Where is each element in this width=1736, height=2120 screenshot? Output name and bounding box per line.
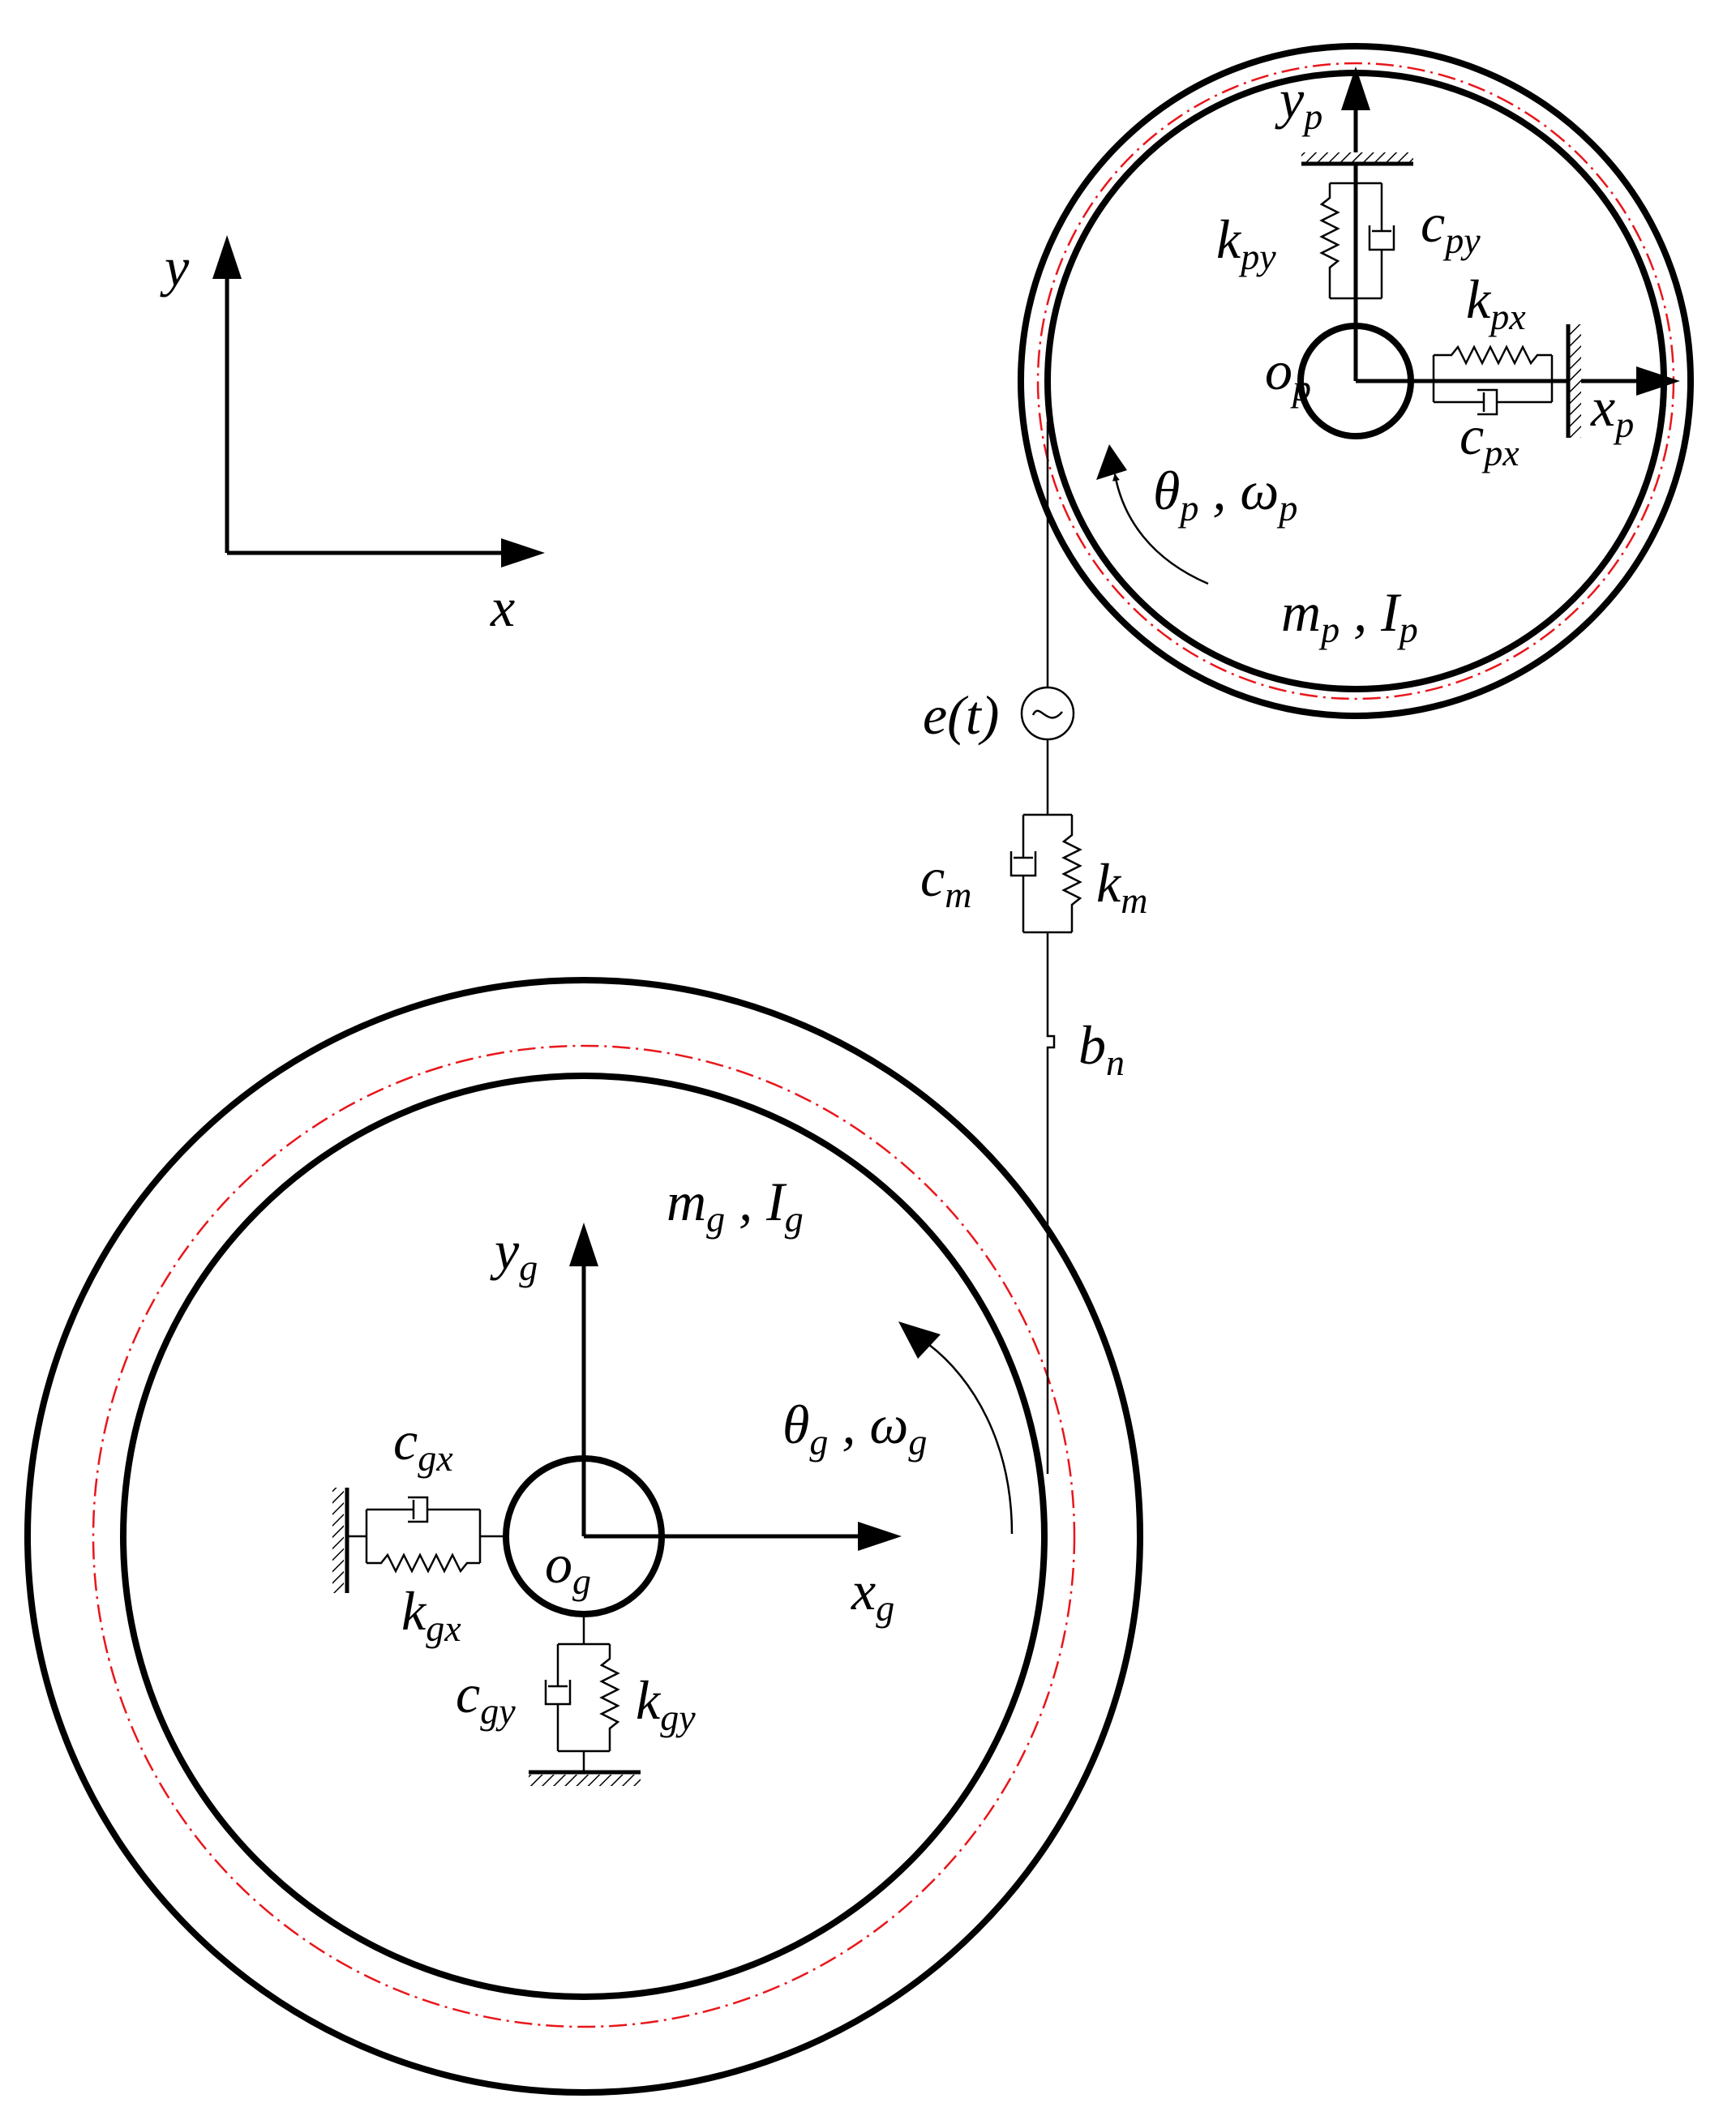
gear-pitch-circle <box>92 1044 1076 2028</box>
pinion-x-arrowhead <box>1636 366 1680 396</box>
gear-rotation-arrowhead <box>898 1321 941 1359</box>
gear-ky-label: kgy <box>636 1669 696 1738</box>
gear-cx-label: cgx <box>393 1410 453 1479</box>
gear-base-circle <box>120 1073 1048 2000</box>
transmission-error-label: e(t) <box>923 684 999 746</box>
pinion-ky-label: kpy <box>1216 208 1276 277</box>
mesh-damping-label: cm <box>920 846 971 915</box>
mesh-spring-damper <box>1009 813 1082 1026</box>
backlash-element <box>1046 1026 1056 1474</box>
pinion-x-axis-label: xp <box>1590 376 1634 445</box>
gear-rotation-label: θg , ωg <box>782 1394 927 1463</box>
global-y-arrowhead <box>212 235 242 279</box>
gear-x-ground-hatch <box>332 1488 344 1593</box>
transmission-error-tilde <box>1031 709 1063 719</box>
global-axes: x y <box>160 235 545 638</box>
gear-x-arrowhead <box>858 1522 902 1551</box>
global-y-label: y <box>160 236 190 298</box>
pinion-cx-label: cpx <box>1460 405 1520 473</box>
gear-y-arrowhead <box>569 1223 598 1266</box>
gear-x-spring-damper <box>347 1496 506 1574</box>
mesh-stiffness-label: km <box>1096 852 1147 921</box>
gear-y-ground-hatch <box>529 1775 641 1786</box>
global-x-arrowhead <box>501 538 545 567</box>
gear-y-spring-damper <box>544 1614 620 1772</box>
pinion-y-spring-damper <box>1319 164 1395 326</box>
gear-center-label: og <box>545 1533 591 1602</box>
pinion-kx-label: kpx <box>1466 268 1526 337</box>
global-x-label: x <box>490 576 515 638</box>
backlash-label: bn <box>1078 1014 1125 1083</box>
pinion-mass-inertia-label: mp , Ip <box>1281 581 1418 650</box>
gear: og xg yg cgx kgx cgy kgy θg , ωg mg , Ig <box>24 977 1143 2096</box>
pinion-rotation-label: θp , ωp <box>1153 460 1297 529</box>
pinion-x-ground-hatch <box>1570 324 1581 438</box>
pinion: op xp yp kpy cpy kpx cpx θp , ωp mp , Ip <box>1018 43 1694 719</box>
pinion-center-label: op <box>1265 340 1311 409</box>
pinion-rotation-arc <box>1112 473 1209 585</box>
transmission-error-source <box>1020 686 1075 741</box>
pinion-y-axis-label: yp <box>1275 68 1322 137</box>
gear-mass-inertia-label: mg , Ig <box>667 1171 804 1240</box>
gear-cy-label: cgy <box>456 1663 516 1732</box>
gear-x-axis-label: xg <box>851 1560 894 1629</box>
gear-kx-label: kgx <box>401 1580 461 1649</box>
mesh-line-of-action: e(t) cm km bn <box>920 422 1147 1474</box>
pinion-y-ground-hatch <box>1301 152 1413 164</box>
pinion-y-arrowhead <box>1341 66 1370 110</box>
pinion-outer-circle <box>1018 43 1694 719</box>
pinion-cy-label: cpy <box>1421 192 1481 261</box>
gear-rotation-arc <box>928 1343 1014 1535</box>
gear-outer-circle <box>24 977 1143 2096</box>
pinion-rotation-arrowhead <box>1096 444 1127 480</box>
pinion-x-spring-damper <box>1411 345 1567 416</box>
gear-y-axis-label: yg <box>490 1219 538 1288</box>
